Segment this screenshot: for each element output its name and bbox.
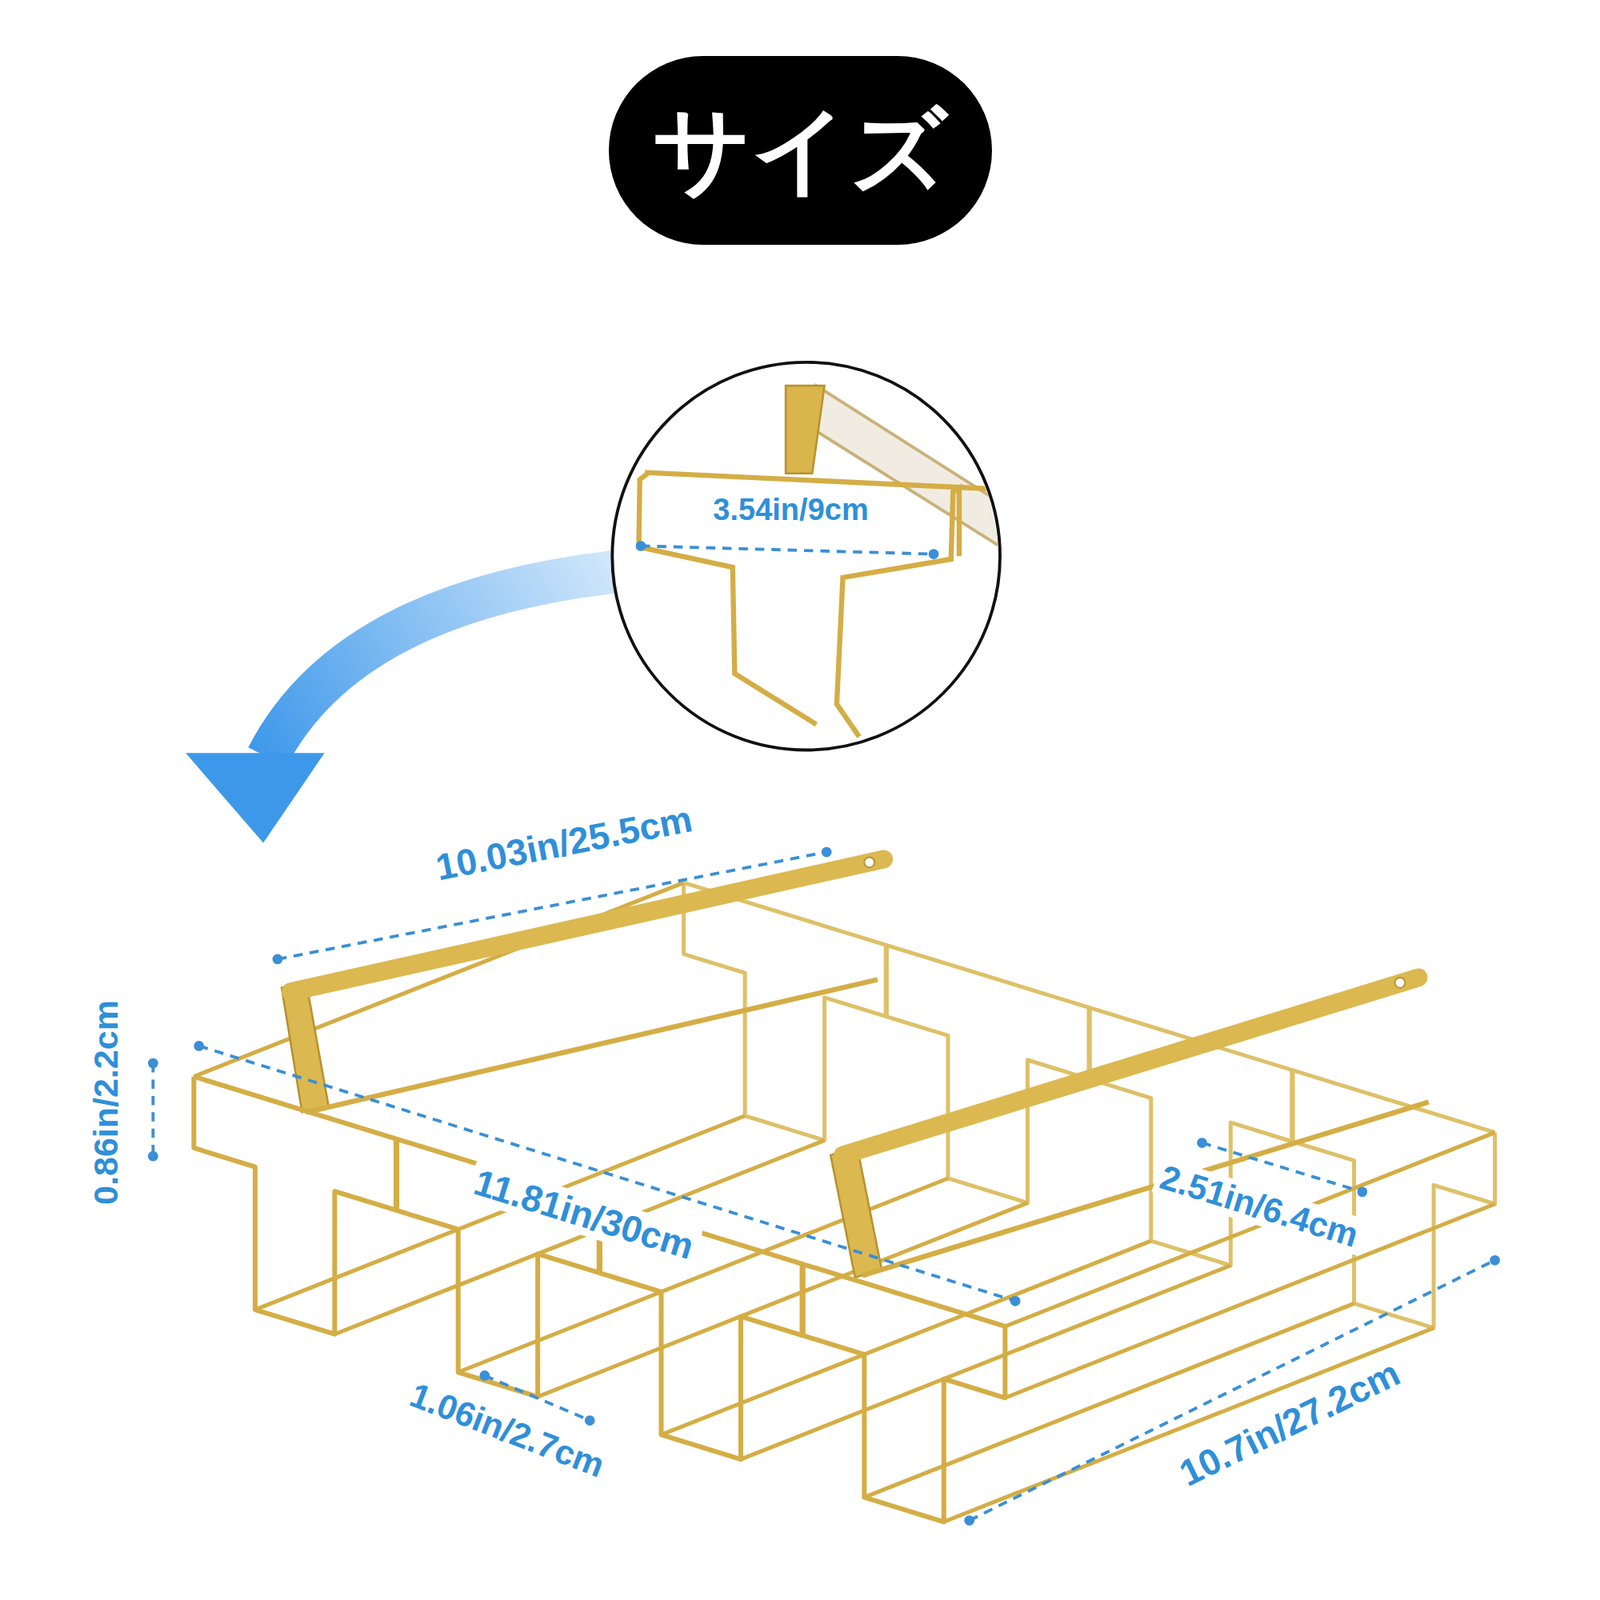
pointer-arrow	[267, 571, 617, 757]
mounting-strap	[830, 977, 1428, 1278]
pointer-arrowhead	[185, 752, 324, 843]
dimension-label: 3.54in/9cm	[708, 493, 873, 528]
title: サイズ	[652, 102, 948, 199]
rack-rods	[193, 732, 1495, 1600]
detail-view	[638, 385, 1020, 737]
dimension-label: 0.86in/2.2cm	[87, 995, 125, 1210]
dimension-label: 1.06in/2.7cm	[400, 1374, 614, 1487]
dimension-label: 10.03in/25.5cm	[428, 797, 700, 889]
dimension-dot	[928, 548, 940, 560]
dimension-label: 11.81in/30cm	[464, 1160, 704, 1268]
dimension-lines	[152, 852, 1495, 1520]
rack-front-profile	[193, 1076, 1005, 1541]
detail-circle	[612, 362, 1000, 751]
dimension-label: 2.51in/6.4cm	[1151, 1156, 1368, 1256]
dimension-label: 10.7in/27.2cm	[1168, 1350, 1411, 1496]
dimension-line	[640, 545, 934, 554]
mounting-strap	[281, 856, 884, 1112]
dimension-dot	[636, 540, 647, 552]
title-pill: サイズ	[608, 56, 992, 245]
dimension-dots	[148, 847, 1500, 1526]
